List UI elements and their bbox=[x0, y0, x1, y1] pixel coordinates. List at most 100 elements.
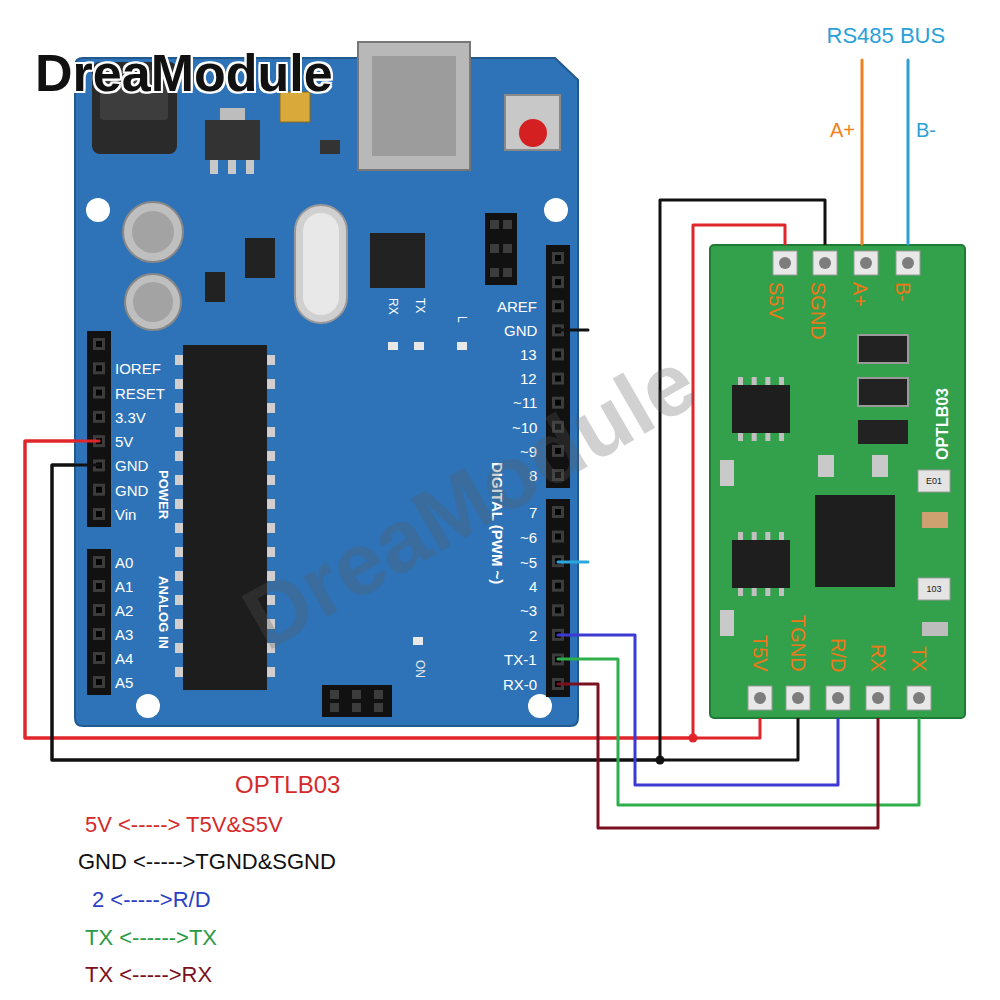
mounting-hole bbox=[544, 198, 568, 222]
header-pin bbox=[93, 387, 105, 399]
wire-stub bbox=[558, 683, 577, 686]
junction-dot bbox=[656, 756, 665, 765]
pin-label: 3.3V bbox=[115, 410, 146, 425]
pin-pad bbox=[866, 686, 890, 710]
electrolytic-capacitor bbox=[125, 274, 181, 330]
header-pin bbox=[490, 220, 499, 229]
chip-pin bbox=[175, 499, 183, 509]
header-pin bbox=[374, 690, 383, 699]
pin-label: ~3 bbox=[520, 603, 537, 618]
chip-pin bbox=[175, 379, 183, 389]
header-pin bbox=[490, 268, 499, 277]
pin-pad bbox=[826, 686, 850, 710]
chip-leg bbox=[779, 588, 784, 596]
signal-name: B- bbox=[916, 120, 936, 140]
pin-hole bbox=[555, 351, 561, 357]
atmega-chip bbox=[183, 345, 267, 690]
mapping-line: GND <----->TGND&SGND bbox=[78, 851, 336, 873]
pin-hole bbox=[96, 583, 102, 589]
smd-chip bbox=[245, 238, 275, 278]
pin-hole bbox=[754, 692, 766, 704]
pin-hole bbox=[96, 607, 102, 613]
chip-pin bbox=[175, 475, 183, 485]
mounting-hole bbox=[86, 198, 110, 222]
pin-label: TX bbox=[909, 646, 929, 672]
wire-stub bbox=[558, 658, 577, 661]
mapping-line: TX <----->RX bbox=[85, 964, 212, 986]
chip-pin bbox=[175, 355, 183, 365]
chip-pin bbox=[267, 499, 275, 509]
pin-label: TX-1 bbox=[504, 652, 537, 667]
header-pin bbox=[552, 252, 564, 264]
mounting-hole bbox=[136, 694, 160, 718]
transistor bbox=[320, 140, 340, 154]
rs485-module: S5VSGNDA+B-OPTLB03T5VTGNDR/DRXTXE01103 bbox=[710, 245, 965, 718]
pin-label: ~11 bbox=[513, 395, 537, 410]
header-pin bbox=[552, 604, 564, 616]
header-title: POWER bbox=[157, 470, 170, 519]
pin-hole bbox=[96, 365, 102, 371]
pin-pad bbox=[907, 686, 931, 710]
analog-header bbox=[87, 549, 111, 695]
chip-pin bbox=[175, 547, 183, 557]
chip-pin bbox=[267, 379, 275, 389]
pin-hole bbox=[860, 257, 872, 269]
header-pin bbox=[93, 484, 105, 496]
wire-stub bbox=[76, 464, 99, 467]
pin-hole bbox=[819, 257, 831, 269]
pin-hole bbox=[779, 257, 791, 269]
pin-pad bbox=[813, 251, 837, 275]
chip-pin bbox=[175, 523, 183, 533]
led bbox=[457, 342, 467, 350]
pin-label: GND bbox=[504, 323, 537, 338]
part-marking: 103 bbox=[927, 585, 942, 594]
pin-hole bbox=[555, 376, 561, 382]
wire-stub bbox=[76, 440, 99, 443]
pin-hole bbox=[832, 692, 844, 704]
chip-leg bbox=[765, 377, 770, 385]
pin-label: 5V bbox=[115, 434, 133, 449]
chip-leg bbox=[738, 377, 743, 385]
chip-leg bbox=[779, 532, 784, 540]
wire bbox=[578, 684, 878, 828]
header-pin bbox=[552, 276, 564, 288]
chip-pin bbox=[267, 667, 275, 677]
pin-pad bbox=[896, 251, 920, 275]
wire-stub bbox=[558, 561, 588, 564]
pin-label: 13 bbox=[520, 347, 537, 362]
mounting-hole bbox=[528, 694, 552, 718]
smd-resistor bbox=[818, 455, 834, 477]
chip-leg bbox=[752, 588, 757, 596]
chip-pin bbox=[267, 547, 275, 557]
crystal bbox=[295, 205, 347, 323]
header-pin bbox=[93, 556, 105, 568]
pin-label: TGND bbox=[788, 615, 808, 672]
chip-pin bbox=[175, 595, 183, 605]
smd-resistor bbox=[918, 578, 950, 600]
header-title: ANALOG IN bbox=[157, 576, 170, 649]
chip-leg bbox=[779, 377, 784, 385]
pin-hole bbox=[96, 559, 102, 565]
usb-connector-inner bbox=[372, 56, 456, 156]
usb-connector bbox=[358, 42, 470, 170]
pin-label: AREF bbox=[497, 299, 537, 314]
pin-hole bbox=[555, 255, 561, 261]
regulator-leg bbox=[210, 160, 218, 174]
chip-pin bbox=[267, 475, 275, 485]
pin-hole bbox=[96, 679, 102, 685]
pin-label: S5V bbox=[766, 282, 786, 320]
header-pin bbox=[552, 348, 564, 360]
pin-label: 2 bbox=[529, 628, 537, 643]
pin-label: 4 bbox=[529, 579, 537, 594]
smd-resistor bbox=[720, 610, 734, 636]
header-pin bbox=[490, 244, 499, 253]
pin-pad bbox=[854, 251, 878, 275]
header-pin bbox=[352, 703, 361, 712]
regulator-tab bbox=[220, 108, 245, 120]
header-pin bbox=[93, 362, 105, 374]
module-name: OPTLB03 bbox=[935, 388, 951, 460]
chip-leg bbox=[752, 532, 757, 540]
header-pin bbox=[503, 268, 512, 277]
header-pin bbox=[552, 506, 564, 518]
